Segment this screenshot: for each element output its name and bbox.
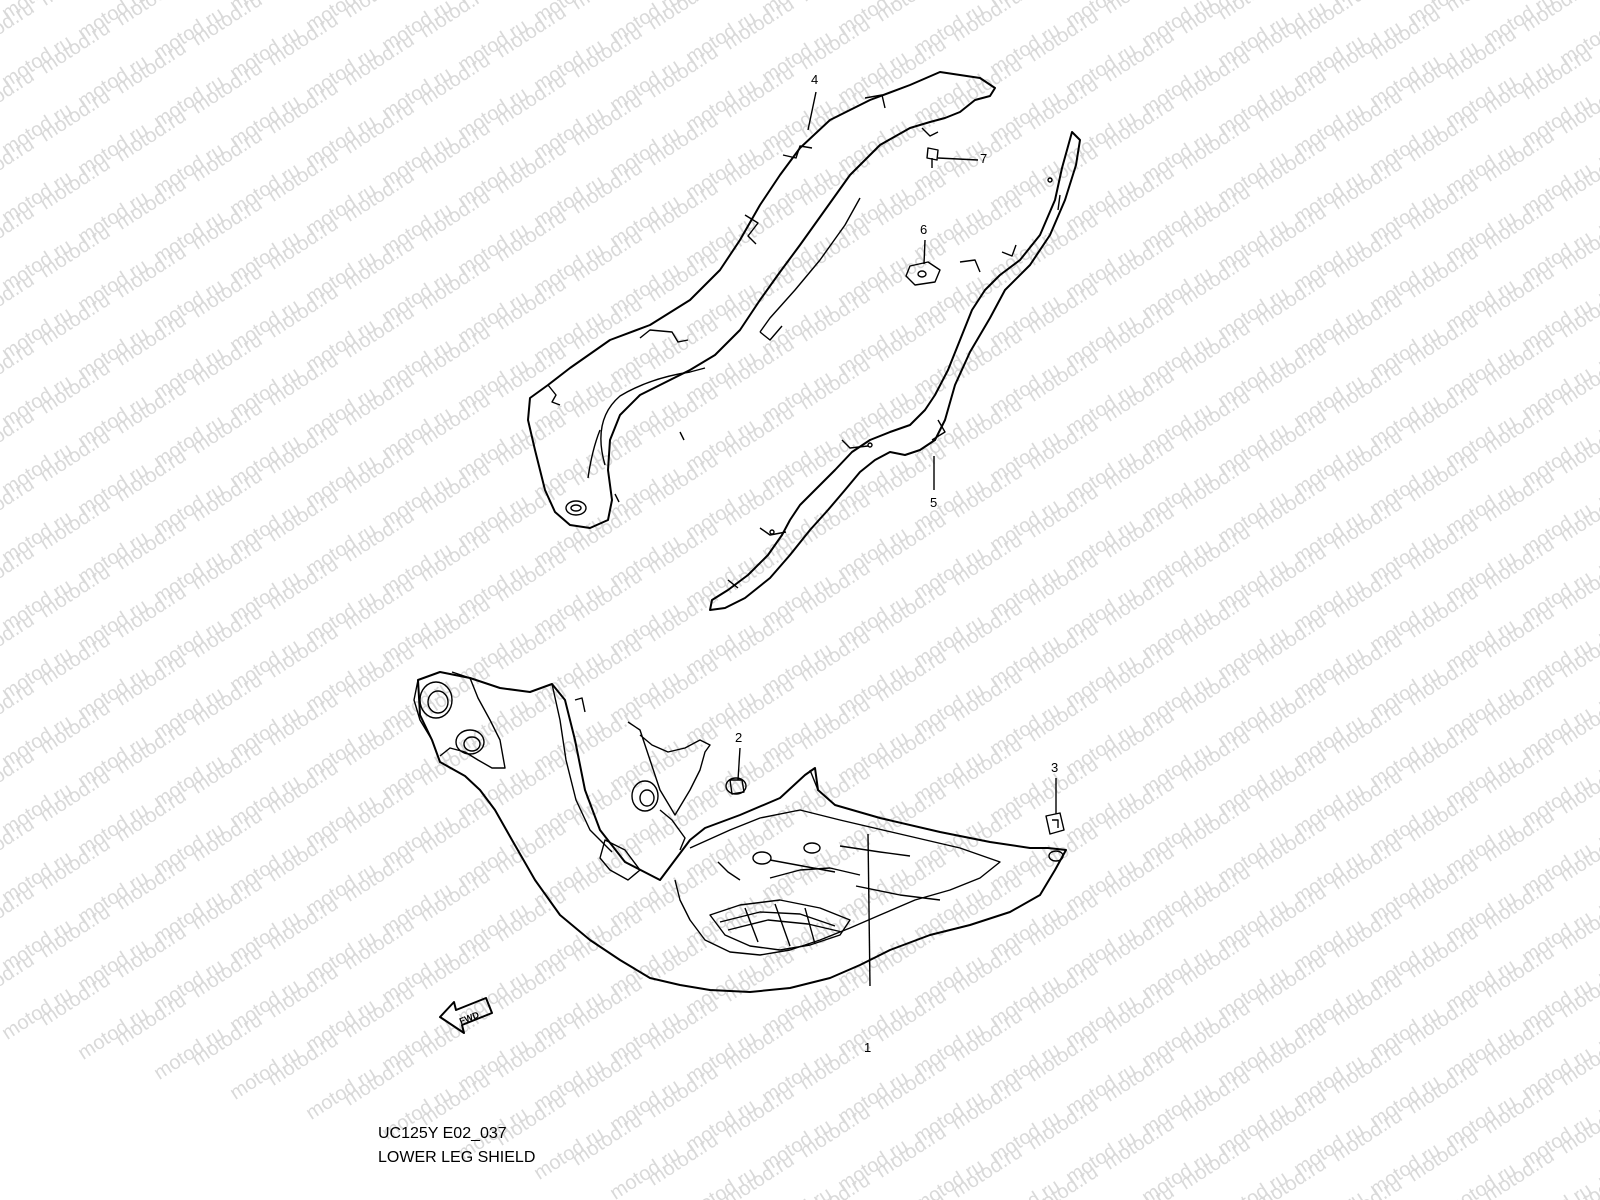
part-2-bolt-icon bbox=[725, 777, 747, 795]
part-1-lower-leg-shield bbox=[413, 671, 1067, 993]
part-6-nut-clip-icon bbox=[905, 261, 941, 286]
callout-5: 5 bbox=[930, 495, 938, 510]
part-4-left-side-cover bbox=[527, 71, 996, 529]
callout-6: 6 bbox=[920, 222, 928, 237]
leader-lines bbox=[737, 91, 1057, 987]
part-5-right-side-cover bbox=[709, 131, 1081, 611]
diagram-code: UC125Y E02_037 bbox=[378, 1125, 507, 1142]
callout-2: 2 bbox=[735, 730, 743, 745]
diagram-title: LOWER LEG SHIELD bbox=[378, 1149, 536, 1166]
fwd-arrow-label: FWD bbox=[458, 1009, 481, 1026]
part-3-clip-nut-icon bbox=[1045, 812, 1065, 835]
callout-1: 1 bbox=[864, 1040, 872, 1055]
callout-7: 7 bbox=[980, 151, 988, 166]
callout-4: 4 bbox=[811, 72, 819, 87]
part-7-screw-icon bbox=[926, 147, 939, 168]
callout-3: 3 bbox=[1051, 760, 1059, 775]
fwd-arrow-icon: FWD bbox=[439, 997, 493, 1034]
